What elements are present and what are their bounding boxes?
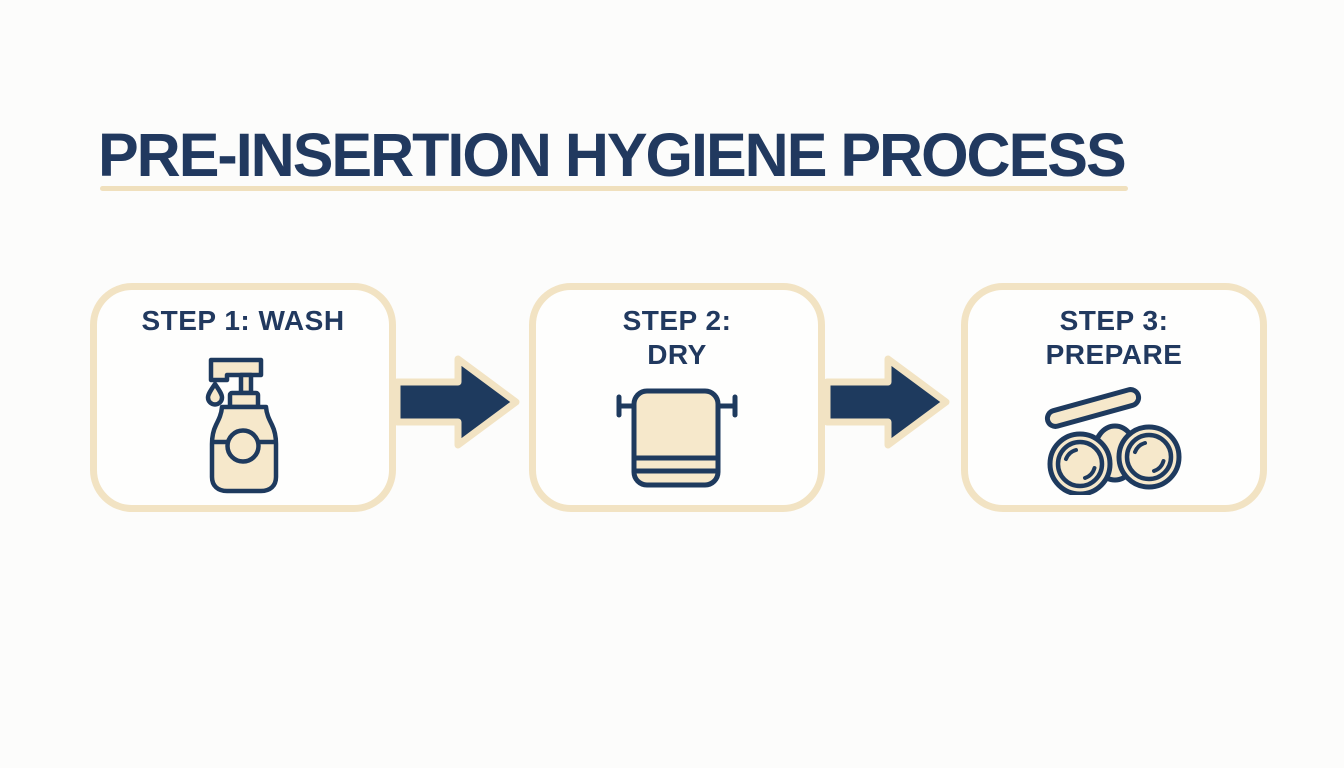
step-3-label-line1: STEP 3: [1059,305,1169,336]
step-2-box: STEP 2: DRY [529,283,825,512]
arrow-right-icon [824,355,950,449]
arrow-right-icon [394,355,520,449]
step-1-label: STEP 1: WASH [141,305,345,336]
step-2-label-line2: DRY [647,339,707,370]
step-3-label-line2: PREPARE [1045,339,1183,370]
contact-lens-case-icon [1044,387,1182,495]
soap-dispenser-icon [205,357,279,494]
step-3-label: STEP 3: PREPARE [968,304,1260,372]
step-2-label-line1: STEP 2: [622,305,732,336]
title-underline [100,186,1128,191]
towel-on-rail-icon [616,388,738,488]
step-1-box: STEP 1: WASH [90,283,396,512]
step-2-label: STEP 2: DRY [536,304,818,372]
page-title: PRE-INSERTION HYGIENE PROCESS [98,121,1127,189]
step-3-box: STEP 3: PREPARE [961,283,1267,512]
